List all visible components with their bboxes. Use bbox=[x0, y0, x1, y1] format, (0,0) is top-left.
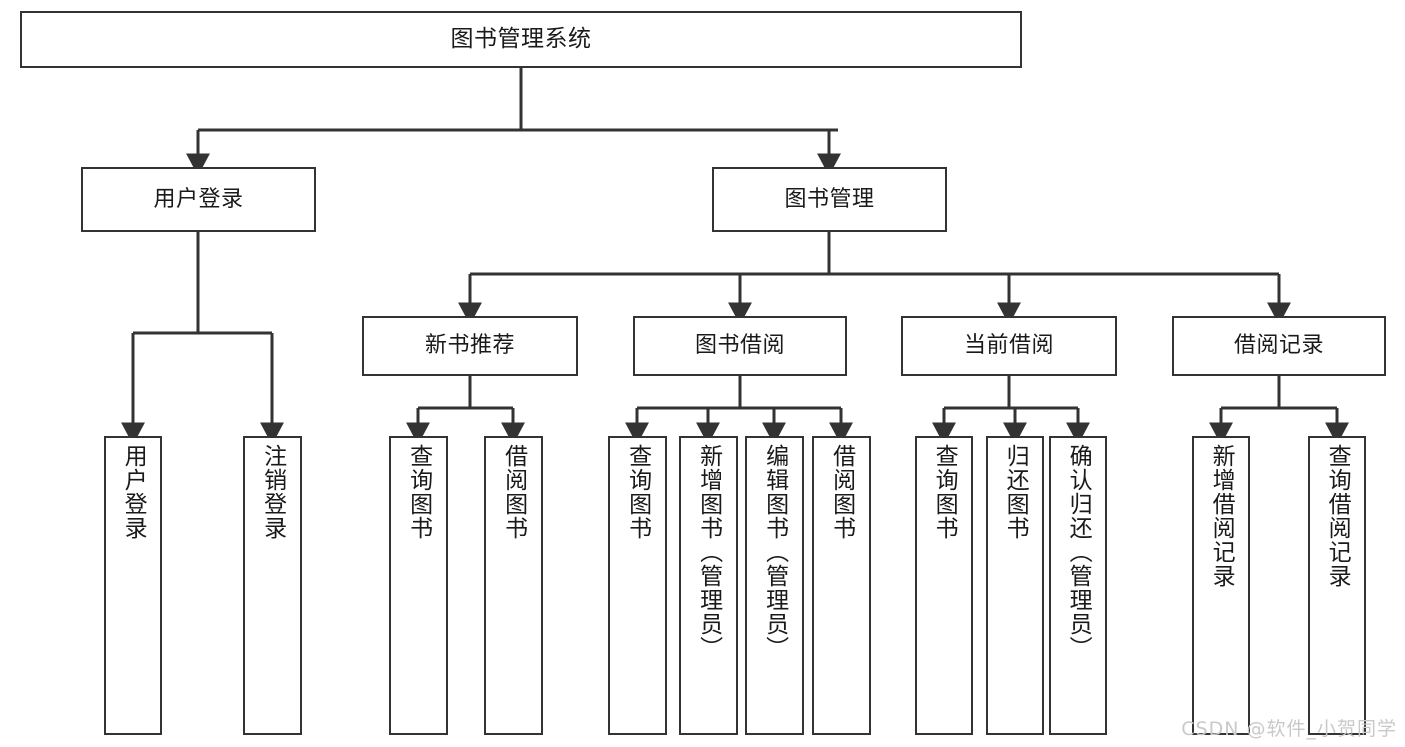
leaf-user-login[interactable]: 用户登录 bbox=[104, 436, 162, 735]
node-label: 注销登录 bbox=[259, 444, 286, 540]
node-book-management[interactable]: 图书管理 bbox=[712, 167, 947, 232]
node-current-borrow[interactable]: 当前借阅 bbox=[901, 316, 1117, 376]
node-book-borrow[interactable]: 图书借阅 bbox=[633, 316, 847, 376]
node-label: 查询图书 bbox=[931, 444, 958, 540]
node-label: 图书管理系统 bbox=[450, 25, 592, 52]
leaf-add-book-admin[interactable]: 新增图书（管理员） bbox=[679, 436, 738, 735]
leaf-query-book-borrow[interactable]: 查询图书 bbox=[608, 436, 667, 735]
leaf-add-borrow-record[interactable]: 新增借阅记录 bbox=[1192, 436, 1250, 735]
node-new-book-recommend[interactable]: 新书推荐 bbox=[362, 316, 578, 376]
node-label: 查询图书 bbox=[624, 444, 651, 540]
node-label: 新书推荐 bbox=[424, 333, 515, 359]
node-borrow-records[interactable]: 借阅记录 bbox=[1172, 316, 1386, 376]
node-label: 图书管理 bbox=[784, 186, 875, 212]
node-label: 借阅图书 bbox=[828, 444, 855, 540]
node-label: 新增图书（管理员） bbox=[695, 444, 722, 660]
node-root-system[interactable]: 图书管理系统 bbox=[20, 11, 1022, 68]
leaf-borrow-book[interactable]: 借阅图书 bbox=[812, 436, 871, 735]
node-label: 查询借阅记录 bbox=[1324, 444, 1351, 588]
watermark: CSDN @软件_小贺同学 bbox=[1181, 718, 1397, 740]
leaf-query-book-current[interactable]: 查询图书 bbox=[915, 436, 973, 735]
leaf-query-borrow-record[interactable]: 查询借阅记录 bbox=[1308, 436, 1366, 735]
node-user-login[interactable]: 用户登录 bbox=[81, 167, 316, 232]
node-label: 当前借阅 bbox=[963, 333, 1054, 359]
node-label: 查询图书 bbox=[405, 444, 432, 540]
leaf-edit-book-admin[interactable]: 编辑图书（管理员） bbox=[745, 436, 804, 735]
leaf-query-book-new[interactable]: 查询图书 bbox=[389, 436, 448, 735]
leaf-return-book[interactable]: 归还图书 bbox=[986, 436, 1044, 735]
leaf-confirm-return-admin[interactable]: 确认归还（管理员） bbox=[1049, 436, 1107, 735]
node-label: 用户登录 bbox=[153, 186, 244, 212]
node-label: 确认归还（管理员） bbox=[1065, 444, 1092, 660]
node-label: 图书借阅 bbox=[694, 333, 785, 359]
node-label: 新增借阅记录 bbox=[1208, 444, 1235, 588]
leaf-logout[interactable]: 注销登录 bbox=[243, 436, 302, 735]
node-label: 借阅图书 bbox=[500, 444, 527, 540]
node-label: 归还图书 bbox=[1002, 444, 1029, 540]
node-label: 用户登录 bbox=[120, 444, 147, 540]
node-label: 借阅记录 bbox=[1233, 333, 1324, 359]
node-label: 编辑图书（管理员） bbox=[761, 444, 788, 660]
leaf-borrow-book-new[interactable]: 借阅图书 bbox=[484, 436, 543, 735]
